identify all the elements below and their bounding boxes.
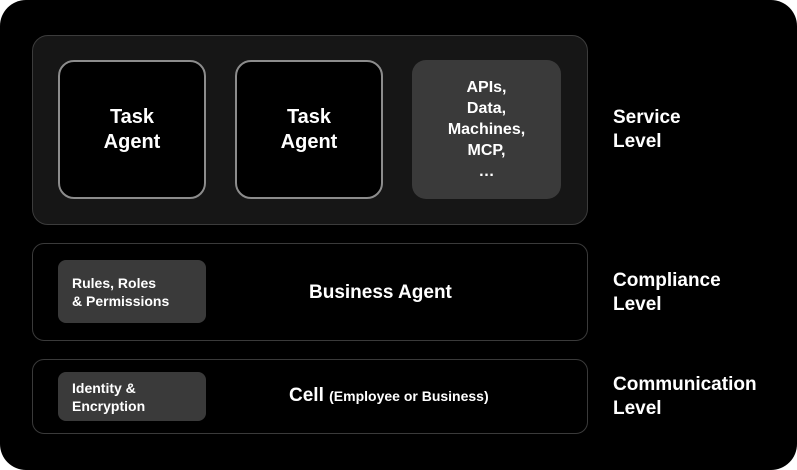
task-agent-box-2: Task Agent: [235, 60, 383, 199]
cell-label-sub: (Employee or Business): [329, 388, 489, 404]
communication-layer: [32, 359, 588, 434]
identity-encryption-tag: Identity & Encryption: [58, 372, 206, 421]
cell-label: Cell (Employee or Business): [289, 385, 489, 407]
compliance-level-label: Compliance Level: [613, 270, 721, 315]
communication-level-label: Communication Level: [613, 374, 757, 419]
service-level-label: Service Level: [613, 107, 681, 152]
rules-roles-permissions-tag: Rules, Roles & Permissions: [58, 260, 206, 323]
resources-box: APIs, Data, Machines, MCP, …: [412, 60, 561, 199]
business-agent-label: Business Agent: [309, 282, 452, 303]
cell-label-main: Cell: [289, 385, 324, 406]
task-agent-box-1: Task Agent: [58, 60, 206, 199]
compliance-layer: [32, 243, 588, 341]
